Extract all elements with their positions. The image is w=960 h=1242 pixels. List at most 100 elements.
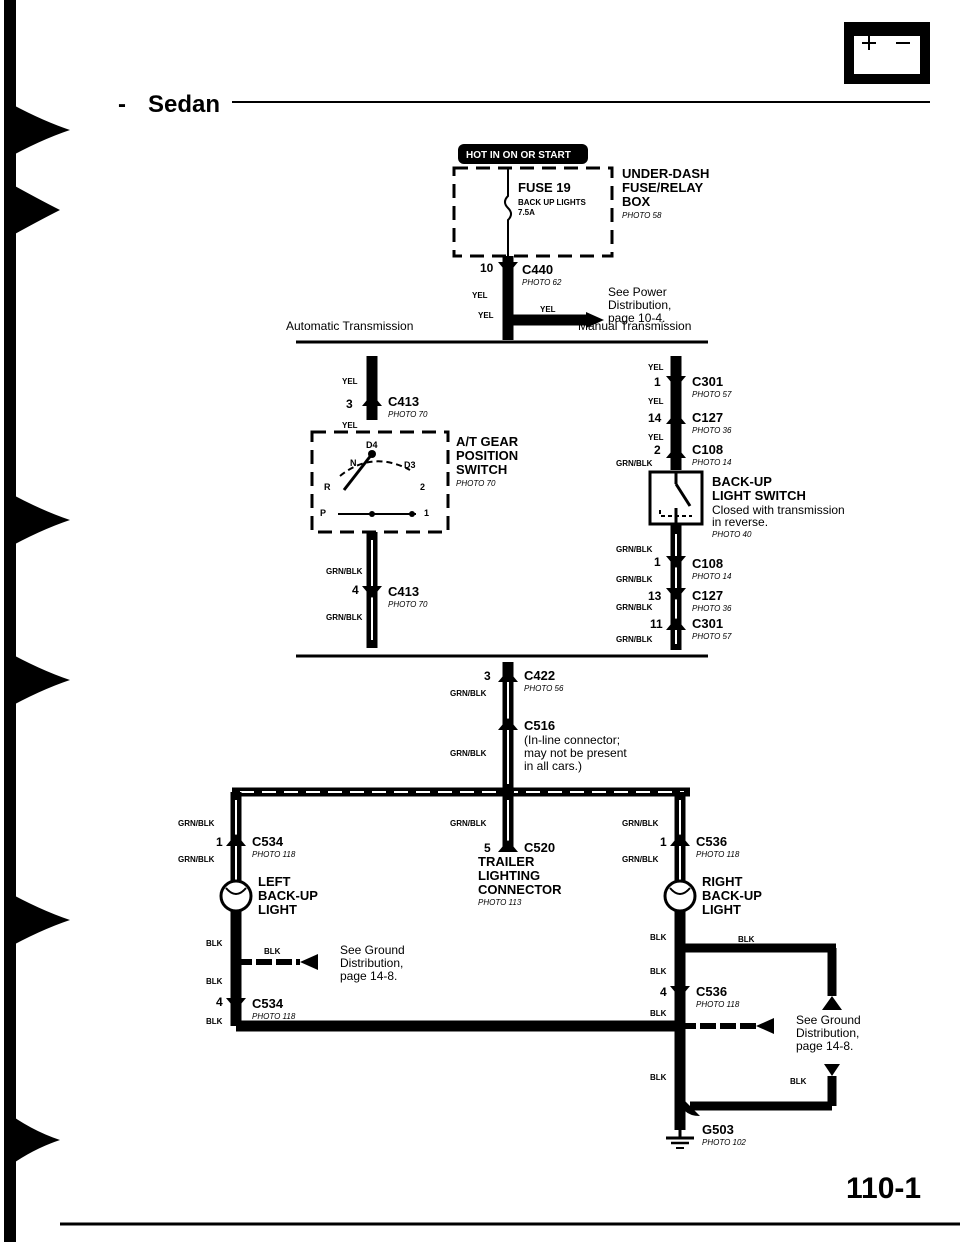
right-ground-arrow [756,1018,774,1034]
page-title: Sedan [148,91,220,118]
man-grnblk-2: GRN/BLK [616,545,653,554]
c536-top-name: C536 [696,834,727,849]
right-light-l1: RIGHT [702,874,743,889]
right-blk-4: BLK [650,1009,667,1018]
right-light-l2: BACK-UP [702,888,762,903]
at-switch-l1: A/T GEAR [456,434,519,449]
backup-switch-l2: LIGHT SWITCH [712,488,806,503]
trailer-photo: PHOTO 113 [478,898,522,907]
auto-trans-label: Automatic Transmission [286,319,413,333]
c536-bot-pin: 4 [660,985,667,999]
c301-top-pin: 1 [654,375,661,389]
c108-bot-connector [666,556,686,568]
c413-bot-name: C413 [388,584,419,599]
c534-bot-connector [226,998,246,1010]
left-ground-ref-1: See Ground [340,943,405,957]
left-blk-3: BLK [206,977,223,986]
c127-bot-connector [666,588,686,600]
c536-bot-connector [670,986,690,998]
backup-switch-l4: in reverse. [712,515,768,529]
c127-bot-photo: PHOTO 36 [692,604,732,613]
right-ground-ref-3: page 14-8. [796,1039,853,1053]
c127-bot-pin: 13 [648,589,662,603]
underdash-label-2: FUSE/RELAY [622,180,703,195]
trailer-l2: LIGHTING [478,868,540,883]
c127-top-connector [666,412,686,424]
c413-top-pin: 3 [346,397,353,411]
auto-grnblk-2: GRN/BLK [326,613,363,622]
right-blk-1: BLK [650,933,667,942]
at-pos-n: N [350,458,357,468]
c301-top-photo: PHOTO 57 [692,390,732,399]
hot-badge: HOT IN ON OR START [458,144,588,164]
c127-top-pin: 14 [648,411,662,425]
auto-yel-2: YEL [342,421,358,430]
c534-top-name: C534 [252,834,284,849]
c534-bot-pin: 4 [216,995,223,1009]
right-light-l3: LIGHT [702,902,741,917]
c520-connector [498,840,518,852]
right-bulb-icon [663,879,697,913]
manual-trans-label: Manual Transmission [578,319,691,333]
c440-photo: PHOTO 62 [522,278,562,287]
c108-top-photo: PHOTO 14 [692,458,732,467]
c108-bot-name: C108 [692,556,723,571]
c520-name: C520 [524,840,555,855]
page-binding-strip [4,0,70,1242]
power-ref-3: page 10-4. [608,311,665,325]
at-switch-l3: SWITCH [456,462,507,477]
c108-bot-pin: 1 [654,555,661,569]
c108-top-pin: 2 [654,443,661,457]
c516-connector [498,718,518,730]
trailer-l3: CONNECTOR [478,882,562,897]
c516-l3: in all cars.) [524,759,582,773]
left-ground-ref-2: Distribution, [340,956,403,970]
c536-top-pin: 1 [660,835,667,849]
left-grnblk-2: GRN/BLK [178,855,215,864]
at-switch-box [310,430,450,534]
c127-top-photo: PHOTO 36 [692,426,732,435]
c534-top-pin: 1 [216,835,223,849]
c127-bot-name: C127 [692,588,723,603]
auto-yel-1: YEL [342,377,358,386]
man-grnblk-1: GRN/BLK [616,459,653,468]
page-number: 110-1 [846,1172,921,1205]
man-grnblk-5: GRN/BLK [616,635,653,644]
c413-top-connector [362,394,382,406]
left-light-l1: LEFT [258,874,291,889]
right-blk-2: BLK [738,935,755,944]
at-pos-r: R [324,482,331,492]
g503-name: G503 [702,1122,734,1137]
man-yel-3: YEL [648,433,664,442]
ground-symbol-icon [666,1126,694,1149]
at-switch-photo: PHOTO 70 [456,479,496,488]
c422-connector [498,670,518,682]
common-grnblk-2: GRN/BLK [450,749,487,758]
man-yel-1: YEL [648,363,664,372]
left-ground-arrow [300,954,318,970]
fuse-label: FUSE 19 [518,180,571,195]
right-blk-5: BLK [650,1073,667,1082]
c534-top-connector [226,834,246,846]
backup-switch-l1: BACK-UP [712,474,772,489]
c413-bot-photo: PHOTO 70 [388,600,428,609]
c534-top-photo: PHOTO 118 [252,850,296,859]
c536-bot-photo: PHOTO 118 [696,1000,740,1009]
c108-bot-photo: PHOTO 14 [692,572,732,581]
wire-color-yel-1: YEL [472,291,488,300]
auto-grnblk-1: GRN/BLK [326,567,363,576]
c536-top-connector [670,834,690,846]
c440-name: C440 [522,262,553,277]
common-grnblk-1: GRN/BLK [450,689,487,698]
c422-pin: 3 [484,669,491,683]
c413-top-photo: PHOTO 70 [388,410,428,419]
c301-top-connector [666,376,686,388]
backup-switch-l3: Closed with transmission [712,503,845,517]
at-pos-1: 1 [424,508,429,518]
c108-top-connector [666,446,686,458]
c108-top-name: C108 [692,442,723,457]
c534-bot-name: C534 [252,996,284,1011]
at-pos-d4: D4 [366,440,378,450]
c516-l1: (In-line connector; [524,733,620,747]
left-light-l2: BACK-UP [258,888,318,903]
